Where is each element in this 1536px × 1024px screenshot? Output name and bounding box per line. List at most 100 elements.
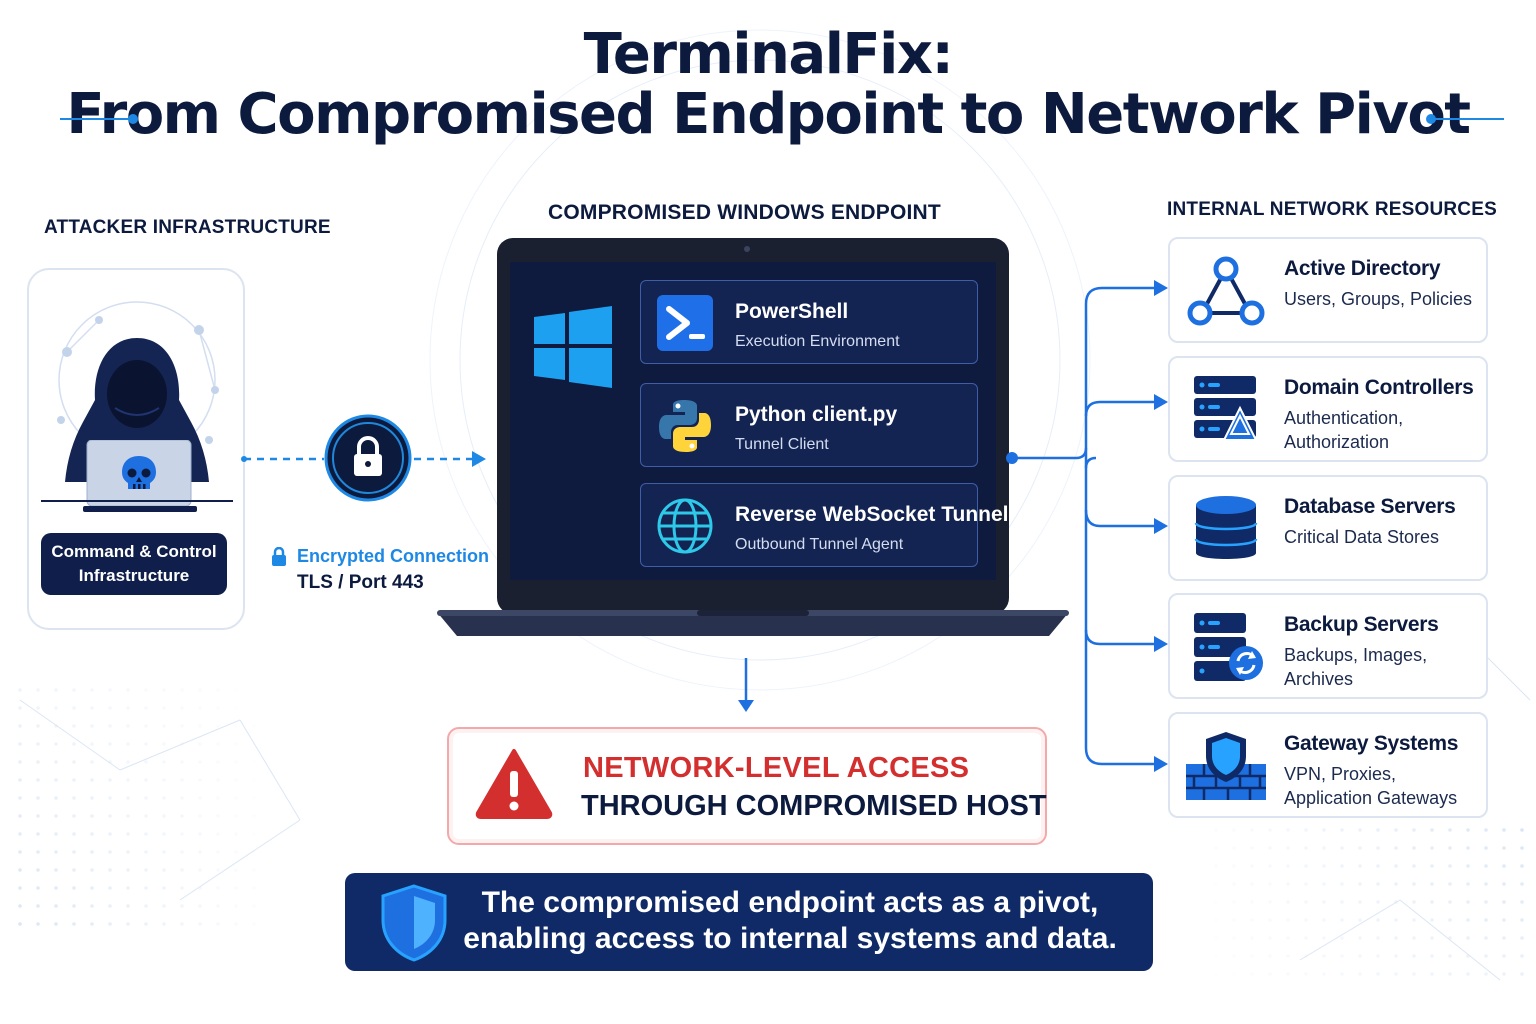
background-dot: [90, 724, 94, 728]
background-dot: [216, 904, 220, 908]
background-dot: [1304, 882, 1308, 886]
background-dot: [1376, 882, 1380, 886]
background-dot: [198, 760, 202, 764]
background-dot: [1322, 882, 1326, 886]
background-dot: [36, 724, 40, 728]
background-dot: [1358, 936, 1362, 940]
background-dot: [1376, 936, 1380, 940]
app-title: Reverse WebSocket Tunnel: [735, 503, 1009, 526]
background-dot: [1214, 882, 1218, 886]
background-dot: [1250, 882, 1254, 886]
background-dot: [1502, 900, 1506, 904]
background-dot: [36, 796, 40, 800]
background-dot: [180, 796, 184, 800]
background-dot: [18, 904, 22, 908]
background-dot: [126, 796, 130, 800]
shield-icon: [381, 884, 447, 962]
background-dot: [1358, 846, 1362, 850]
background-dot: [1430, 882, 1434, 886]
background-dot: [18, 832, 22, 836]
background-dot: [144, 904, 148, 908]
app-card-websocket-tunnel: Reverse WebSocket Tunnel Outbound Tunnel…: [640, 483, 1008, 567]
background-dot: [108, 850, 112, 854]
background-dot: [1448, 918, 1452, 922]
background-dot: [1520, 882, 1524, 886]
background-dot: [1214, 900, 1218, 904]
background-dot: [108, 814, 112, 818]
background-dot: [1286, 918, 1290, 922]
background-dot: [1430, 972, 1434, 976]
background-dot: [1448, 972, 1452, 976]
background-dot: [1520, 828, 1524, 832]
background-dot: [1214, 864, 1218, 868]
background-dot: [126, 742, 130, 746]
background-dot: [252, 724, 256, 728]
background-dot: [162, 904, 166, 908]
encrypted-connection-label: Encrypted Connection: [297, 546, 490, 566]
tls-port-label: TLS / Port 443: [297, 572, 424, 593]
background-dot: [216, 688, 220, 692]
background-dot: [1412, 900, 1416, 904]
background-dot: [54, 904, 58, 908]
down-arrow: [738, 658, 754, 712]
background-dot: [1502, 864, 1506, 868]
globe-icon: [657, 498, 713, 554]
background-dot: [1466, 972, 1470, 976]
background-dot: [162, 778, 166, 782]
background-dot: [252, 760, 256, 764]
background-dot: [1502, 918, 1506, 922]
background-dot: [234, 922, 238, 926]
background-dot: [1448, 954, 1452, 958]
background-dot: [1286, 954, 1290, 958]
background-dot: [1286, 972, 1290, 976]
background-dot: [1394, 936, 1398, 940]
background-dot: [180, 850, 184, 854]
app-title: Python client.py: [735, 403, 898, 426]
background-dot: [1268, 900, 1272, 904]
background-dot: [216, 868, 220, 872]
resource-card-backup-servers: Backup Servers Backups, Images, Archives: [1168, 593, 1488, 699]
background-dot: [1394, 846, 1398, 850]
title-divider-left: [60, 118, 132, 120]
background-dot: [1448, 882, 1452, 886]
background-dot: [1358, 900, 1362, 904]
background-dot: [198, 814, 202, 818]
background-dot: [234, 904, 238, 908]
background-dot: [126, 778, 130, 782]
background-dot: [216, 814, 220, 818]
background-dot: [18, 760, 22, 764]
resource-title: Database Servers: [1284, 495, 1456, 518]
background-dot: [1520, 846, 1524, 850]
background-dot: [198, 832, 202, 836]
background-dot: [1322, 864, 1326, 868]
background-dot: [18, 742, 22, 746]
background-dot: [252, 904, 256, 908]
background-dot: [144, 814, 148, 818]
background-dot: [1358, 864, 1362, 868]
background-dot: [1412, 954, 1416, 958]
background-dot: [252, 796, 256, 800]
background-dot: [1430, 864, 1434, 868]
directory-graph-icon: [1187, 256, 1265, 326]
background-dot: [90, 886, 94, 890]
alert-box: [447, 727, 1047, 845]
background-dot: [216, 778, 220, 782]
background-dot: [1484, 828, 1488, 832]
background-dot: [54, 922, 58, 926]
background-dot: [1286, 936, 1290, 940]
background-dot: [72, 760, 76, 764]
powershell-icon: [657, 295, 713, 351]
warning-triangle-icon: [475, 749, 553, 819]
background-dot: [180, 922, 184, 926]
background-dot: [144, 688, 148, 692]
background-dot: [1520, 954, 1524, 958]
network-branch-connectors: [1006, 280, 1168, 772]
background-dot: [1502, 936, 1506, 940]
background-dot: [1520, 936, 1524, 940]
background-dot: [1286, 864, 1290, 868]
background-dot: [1304, 972, 1308, 976]
background-dot: [108, 904, 112, 908]
background-dot: [90, 778, 94, 782]
background-dot: [1520, 972, 1524, 976]
background-dot: [72, 742, 76, 746]
